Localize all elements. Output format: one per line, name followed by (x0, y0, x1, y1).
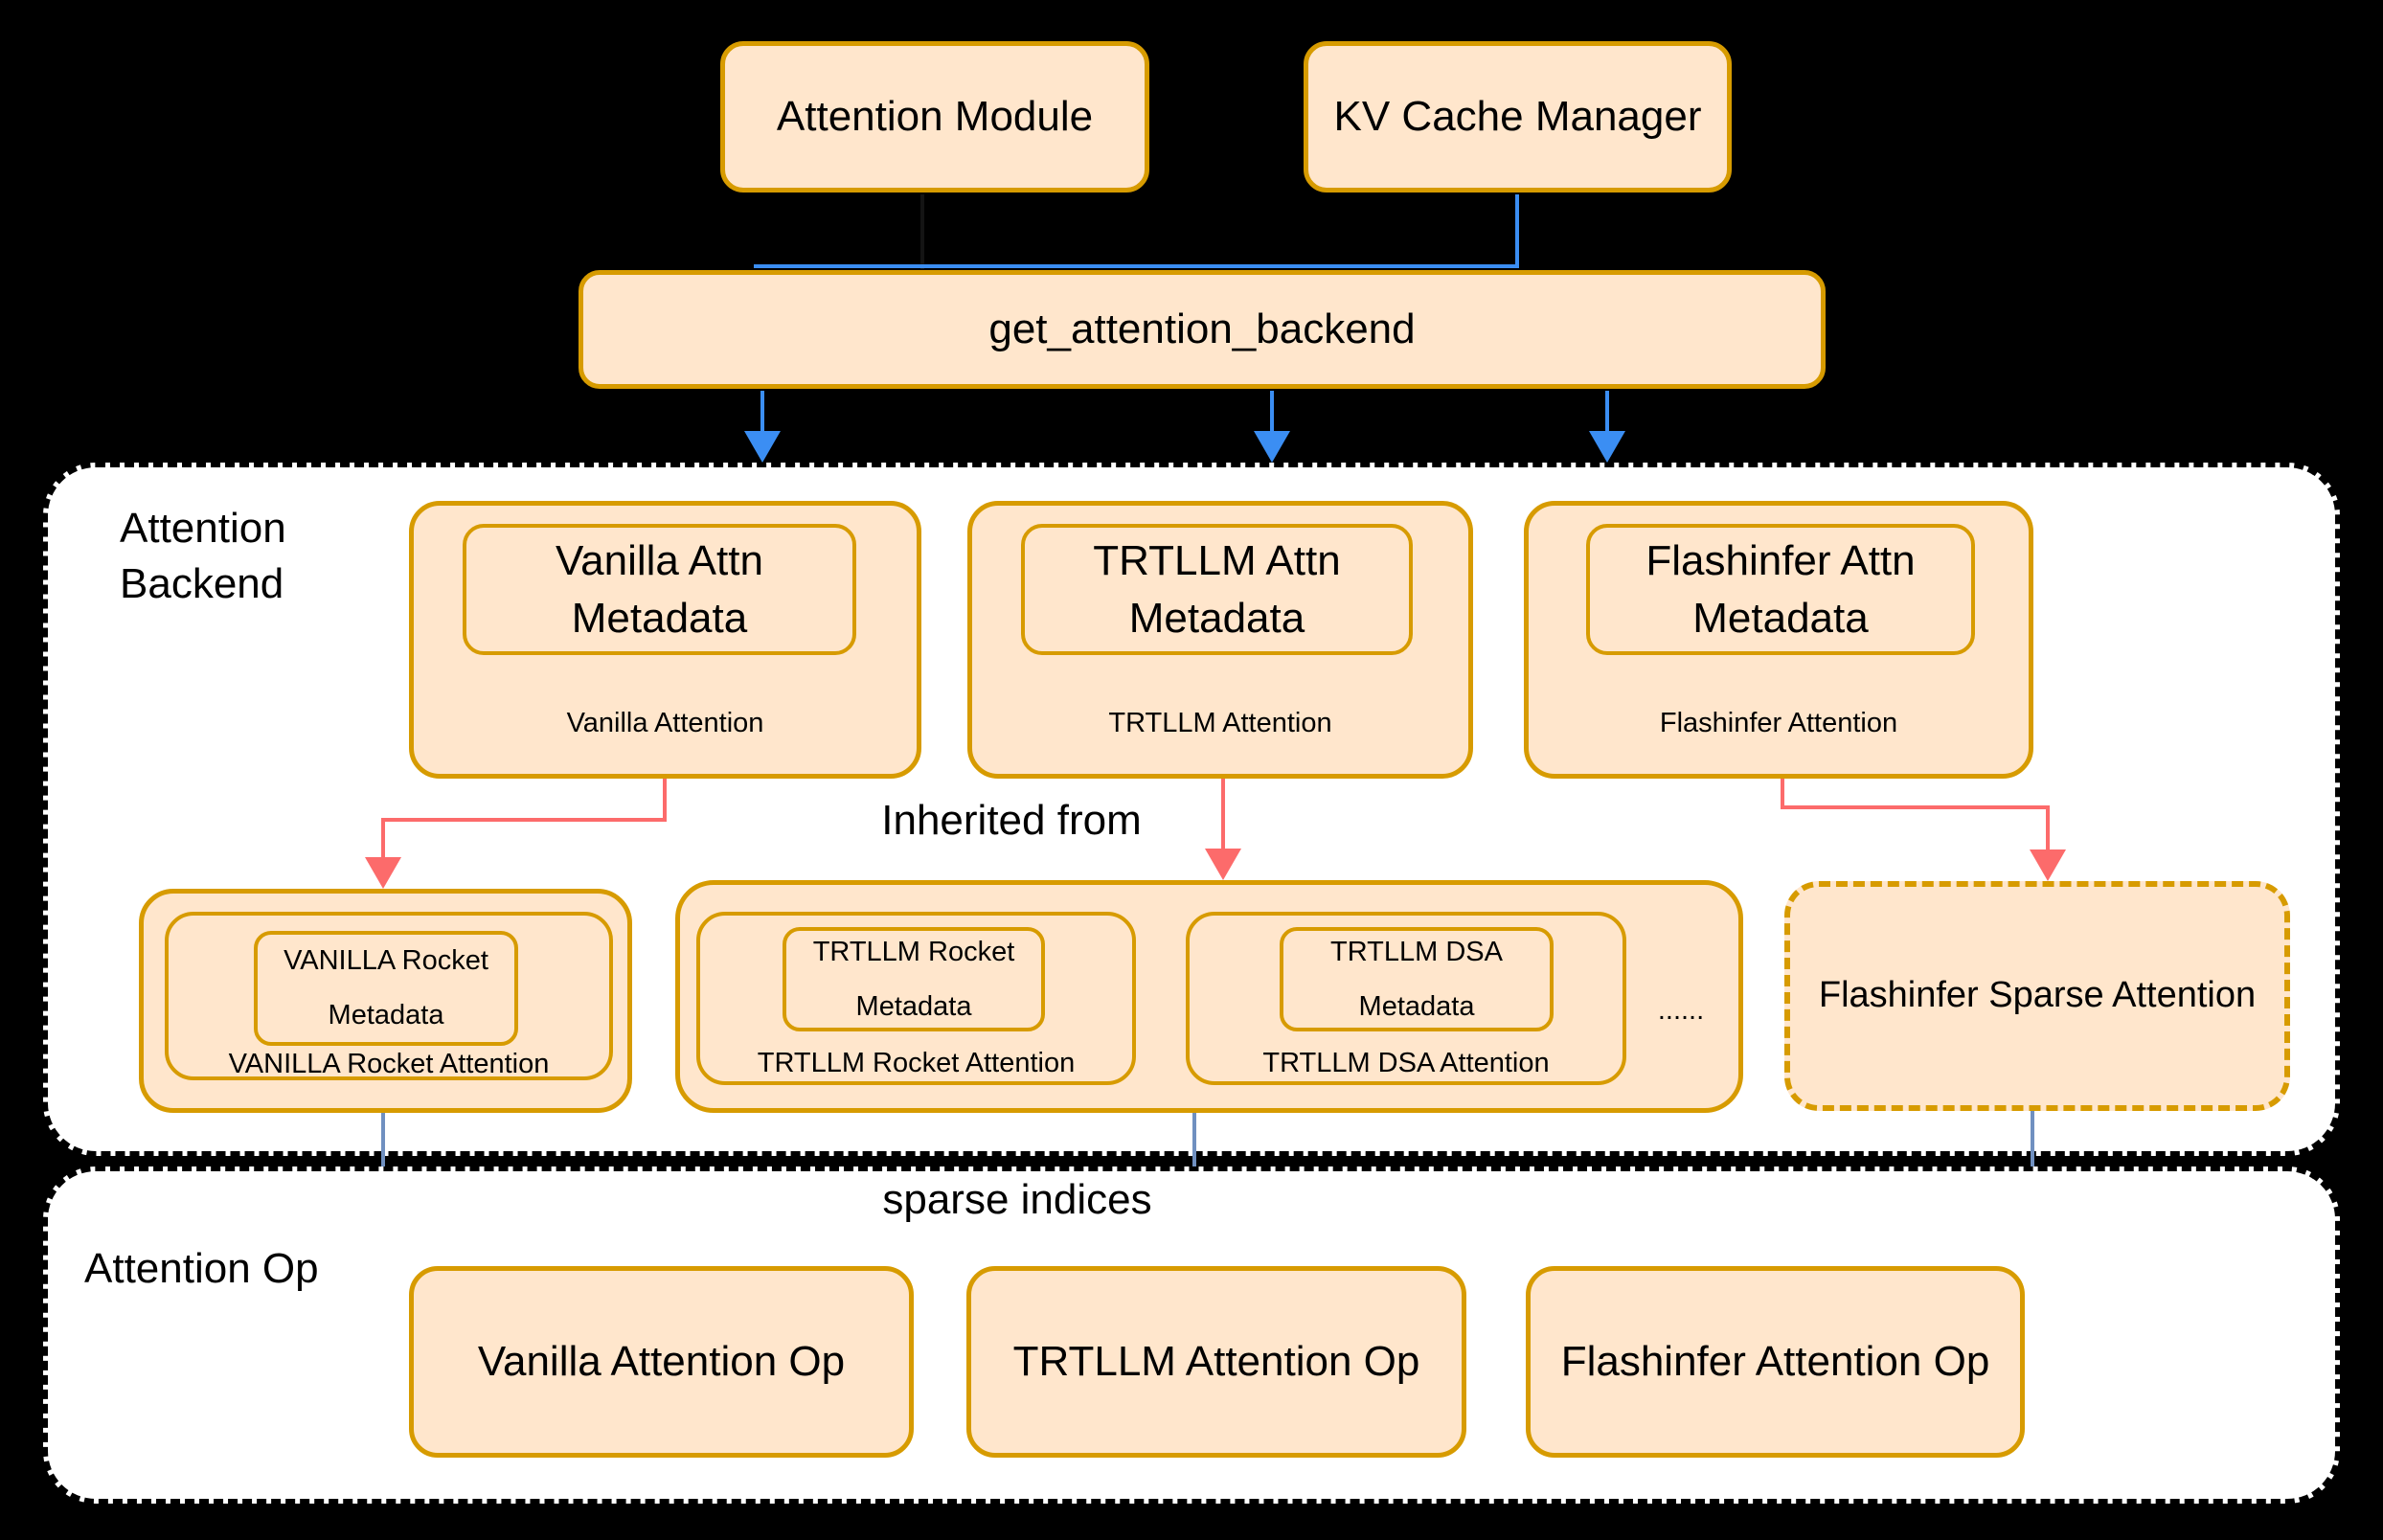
inherit-vanilla-seg3 (381, 818, 385, 859)
arrow-shaft-backend-2 (1270, 391, 1274, 435)
kv-cache-manager-label: KV Cache Manager (1333, 93, 1702, 141)
op-link-vanilla-seg1 (381, 1113, 385, 1189)
vanilla-rocket-attention-label: VANILLA Rocket Attention (228, 1049, 550, 1079)
flashinfer-sparse-attention-node: Flashinfer Sparse Attention (1784, 881, 2290, 1111)
inherited-from-label: Inherited from (881, 797, 1142, 844)
arrow-shaft-backend-3 (1605, 391, 1609, 435)
get-attention-backend-label: get_attention_backend (988, 306, 1416, 353)
inherit-vanilla-seg2 (381, 818, 667, 822)
flashinfer-metadata-line2: Metadata (1692, 594, 1869, 642)
trtllm-attention-node: TRTLLM Attn Metadata TRTLLM Attention (967, 501, 1473, 779)
attention-op-section-label: Attention Op (84, 1245, 319, 1292)
attention-backend-label-line2: Backend (120, 560, 284, 608)
trtllm-metadata-line1: TRTLLM Attn (1093, 537, 1341, 585)
inherit-vanilla-head (365, 857, 401, 889)
vanilla-attention-label: Vanilla Attention (566, 708, 764, 738)
vanilla-rocket-inner-node: VANILLA Rocket Metadata VANILLA Rocket A… (165, 912, 613, 1080)
arrow-head-backend-1 (744, 431, 781, 463)
arrow-shaft-backend-1 (760, 391, 764, 435)
flashinfer-sparse-attention-label: Flashinfer Sparse Attention (1818, 975, 2257, 1016)
trtllm-dsa-attention-node: TRTLLM DSA Metadata TRTLLM DSA Attention (1186, 912, 1626, 1085)
flashinfer-attention-label: Flashinfer Attention (1659, 708, 1898, 738)
inherit-flashinfer-seg3 (2046, 805, 2050, 851)
arrow-head-backend-2 (1254, 431, 1290, 463)
inherit-vanilla-seg1 (663, 779, 667, 822)
vanilla-attention-op-label: Vanilla Attention Op (477, 1338, 846, 1386)
connector-kv-manager-vertical (1515, 194, 1519, 268)
flashinfer-attn-metadata-node: Flashinfer Attn Metadata (1586, 524, 1975, 655)
trtllm-metadata-line2: Metadata (1128, 594, 1305, 642)
inherit-flashinfer-head (2030, 849, 2066, 881)
connector-kv-manager-horizontal (754, 264, 1519, 268)
vanilla-rocket-attention-node: VANILLA Rocket Metadata VANILLA Rocket A… (139, 889, 632, 1113)
trtllm-attention-op-label: TRTLLM Attention Op (1012, 1338, 1420, 1386)
trtllm-attention-label: TRTLLM Attention (1108, 708, 1332, 738)
vanilla-metadata-line2: Metadata (571, 594, 748, 642)
trtllm-dsa-metadata-line1: TRTLLM DSA (1330, 936, 1503, 967)
trtllm-derived-group-node: TRTLLM Rocket Metadata TRTLLM Rocket Att… (675, 880, 1743, 1113)
attention-module-node: Attention Module (720, 41, 1149, 192)
flashinfer-attention-op-label: Flashinfer Attention Op (1560, 1338, 1990, 1386)
sparse-indices-label: sparse indices (882, 1176, 1152, 1223)
trtllm-dsa-attention-label: TRTLLM DSA Attention (1262, 1048, 1550, 1078)
vanilla-attention-op-node: Vanilla Attention Op (409, 1266, 914, 1458)
trtllm-attention-op-node: TRTLLM Attention Op (966, 1266, 1466, 1458)
flashinfer-attention-node: Flashinfer Attn Metadata Flashinfer Atte… (1524, 501, 2033, 779)
trtllm-dsa-metadata-node: TRTLLM DSA Metadata (1280, 927, 1554, 1031)
more-backends-ellipsis: ...... (1657, 995, 1705, 1026)
inherit-flashinfer-seg1 (1781, 779, 1784, 809)
trtllm-dsa-metadata-line2: Metadata (1358, 990, 1475, 1022)
trtllm-rocket-attention-label: TRTLLM Rocket Attention (757, 1048, 1076, 1078)
trtllm-rocket-metadata-node: TRTLLM Rocket Metadata (783, 927, 1045, 1031)
op-link-flashinfer-seg1 (2031, 1111, 2034, 1188)
get-attention-backend-node: get_attention_backend (579, 270, 1826, 389)
connector-attention-module-to-get (920, 194, 924, 269)
vanilla-attn-metadata-node: Vanilla Attn Metadata (463, 524, 856, 655)
trtllm-rocket-metadata-line2: Metadata (855, 990, 972, 1022)
trtllm-rocket-metadata-line1: TRTLLM Rocket (812, 936, 1015, 967)
flashinfer-metadata-line1: Flashinfer Attn (1645, 537, 1916, 585)
vanilla-rocket-metadata-line1: VANILLA Rocket (284, 945, 488, 977)
inherit-flashinfer-seg2 (1781, 805, 2050, 809)
attention-module-label: Attention Module (776, 93, 1094, 141)
trtllm-rocket-attention-node: TRTLLM Rocket Metadata TRTLLM Rocket Att… (696, 912, 1136, 1085)
vanilla-attention-node: Vanilla Attn Metadata Vanilla Attention (409, 501, 921, 779)
inherit-trtllm-head (1205, 849, 1241, 880)
kv-cache-manager-node: KV Cache Manager (1304, 41, 1732, 192)
attention-backend-label-line1: Attention (120, 505, 286, 552)
vanilla-metadata-line1: Vanilla Attn (556, 537, 763, 585)
attention-backend-section-label: Attention Backend (120, 501, 286, 612)
arrow-head-backend-3 (1589, 431, 1625, 463)
vanilla-rocket-metadata-line2: Metadata (328, 1000, 444, 1030)
inherit-trtllm-seg1 (1221, 779, 1225, 850)
vanilla-rocket-metadata-node: VANILLA Rocket Metadata (254, 931, 518, 1046)
flashinfer-attention-op-node: Flashinfer Attention Op (1526, 1266, 2025, 1458)
trtllm-attn-metadata-node: TRTLLM Attn Metadata (1021, 524, 1413, 655)
